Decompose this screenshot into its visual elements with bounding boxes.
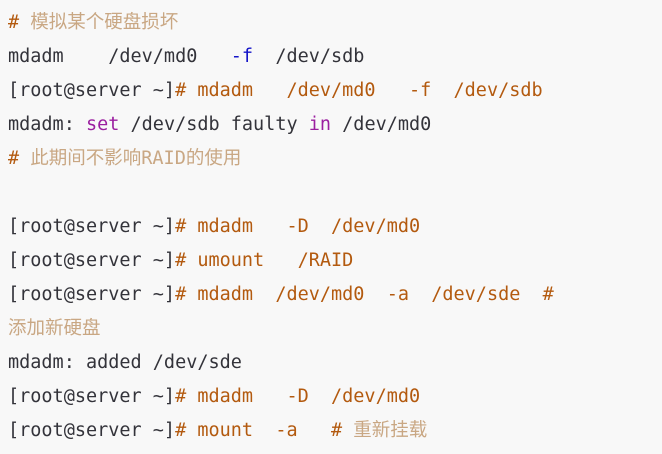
token-plain: mdadm /dev/md0 — [8, 46, 231, 67]
token-cmd: mdadm /dev/md0 -f /dev/sdb — [186, 80, 543, 101]
token-hash: # — [175, 216, 187, 237]
token-cmd: mdadm -D /dev/md0 — [186, 216, 421, 237]
token-prompt: [root@server ~] — [8, 420, 176, 441]
token-hash: # — [8, 148, 31, 169]
token-kw: set — [85, 114, 120, 135]
token-hash: # — [331, 420, 354, 441]
token-plain: /dev/sdb faulty — [119, 114, 309, 135]
terminal-command-line: [root@server ~]# mdadm -D /dev/md0 — [8, 210, 662, 244]
token-prompt: [root@server ~] — [8, 250, 176, 271]
token-hash: # — [175, 250, 187, 271]
token-cmd: umount /RAID — [186, 250, 354, 271]
token-cmd: mdadm -D /dev/md0 — [186, 386, 421, 407]
token-comment: 此期间不影响RAID的使用 — [30, 148, 242, 169]
terminal-comment-line: # 此期间不影响RAID的使用 — [8, 142, 662, 176]
token-plain: /dev/md0 — [331, 114, 432, 135]
token-comment: 重新挂载 — [353, 420, 428, 441]
token-flag: -f — [230, 46, 254, 67]
token-plain: mdadm: added /dev/sde — [8, 352, 242, 373]
terminal-command-line: mdadm /dev/md0 -f /dev/sdb — [8, 40, 662, 74]
terminal-output-line: mdadm: added /dev/sde — [8, 346, 662, 380]
terminal-output-line: mdadm: set /dev/sdb faulty in /dev/md0 — [8, 108, 662, 142]
terminal-command-line: [root@server ~]# mount -a # 重新挂载 — [8, 414, 662, 448]
token-plain: mdadm: — [8, 114, 86, 135]
token-hash: # — [8, 12, 31, 33]
token-prompt: [root@server ~] — [8, 386, 176, 407]
token-kw: in — [308, 114, 332, 135]
terminal-command-line: [root@server ~]# mdadm -D /dev/md0 — [8, 380, 662, 414]
token-hash: # — [175, 80, 187, 101]
token-cmd: mount -a — [186, 420, 332, 441]
token-prompt: [root@server ~] — [8, 216, 176, 237]
token-hash: # — [542, 284, 554, 305]
token-prompt: [root@server ~] — [8, 80, 176, 101]
token-cmd: mdadm /dev/md0 -a /dev/sde — [186, 284, 543, 305]
token-plain: /dev/sdb — [253, 46, 365, 67]
token-comment: 模拟某个硬盘损坏 — [30, 12, 179, 33]
token-hash: # — [175, 420, 187, 441]
token-hash: # — [175, 386, 187, 407]
terminal-command-line: [root@server ~]# mdadm /dev/md0 -f /dev/… — [8, 74, 662, 108]
terminal-command-line: [root@server ~]# umount /RAID — [8, 244, 662, 278]
terminal-comment-line: # 模拟某个硬盘损坏 — [8, 6, 662, 40]
terminal-command-line: [root@server ~]# mdadm /dev/md0 -a /dev/… — [8, 278, 662, 312]
terminal-blank-line — [8, 176, 662, 210]
token-comment: 添加新硬盘 — [8, 318, 101, 339]
terminal-comment-line: 添加新硬盘 — [8, 312, 662, 346]
token-hash: # — [175, 284, 187, 305]
token-prompt: [root@server ~] — [8, 284, 176, 305]
